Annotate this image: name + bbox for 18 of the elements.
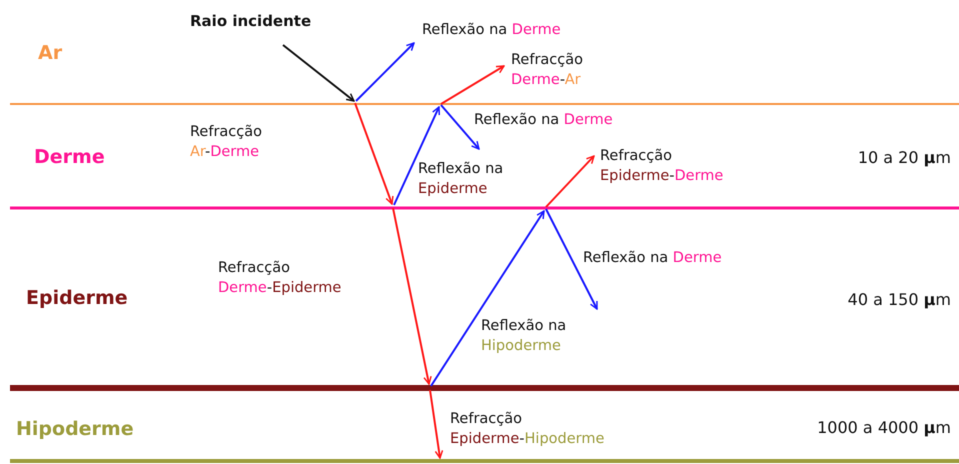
layer-name: Ar	[38, 42, 62, 64]
ray-label: Reflexão na Derme	[422, 21, 561, 40]
layer-name: Derme	[34, 146, 105, 168]
layer-name: Epiderme	[26, 287, 128, 309]
ray-label: Refracção Ar-Derme	[190, 123, 262, 162]
ray-label: Refracção Epiderme-Derme	[600, 147, 724, 186]
ray-label: Reflexão na Derme	[583, 249, 722, 268]
layer-name: Hipoderme	[16, 418, 134, 440]
incident-ray-label: Raio incidente	[190, 12, 312, 30]
ray-label: Refracção Derme-Ar	[511, 51, 583, 90]
thickness-label: 1000 a 4000 µm	[817, 418, 951, 437]
ray-label: Refracção Epiderme-Hipoderme	[450, 410, 604, 449]
thickness-label: 10 a 20 µm	[858, 148, 951, 167]
thickness-label: 40 a 150 µm	[848, 290, 951, 309]
ray-label: Reflexão na Epiderme	[418, 160, 504, 199]
ray-label: Reflexão na Derme	[474, 111, 613, 130]
ray-label: Refracção Derme-Epiderme	[218, 259, 342, 298]
ray-label: Reflexão na Hipoderme	[481, 317, 566, 356]
